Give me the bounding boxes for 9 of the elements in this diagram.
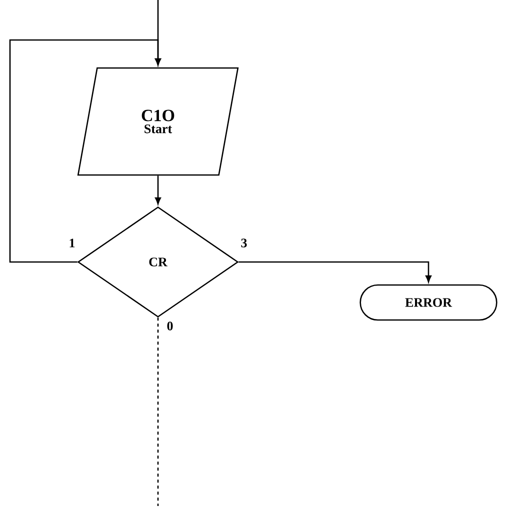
edge-label: 3	[241, 238, 247, 248]
parallelogram-box: C1O Start	[77, 67, 239, 176]
terminal-box: ERROR	[360, 284, 498, 321]
leader-line	[157, 318, 159, 506]
edge-label: 0	[167, 322, 173, 330]
arrow	[155, 176, 161, 204]
arrow	[9, 39, 161, 263]
edge-label: 1	[70, 238, 75, 248]
arrow	[238, 261, 432, 282]
